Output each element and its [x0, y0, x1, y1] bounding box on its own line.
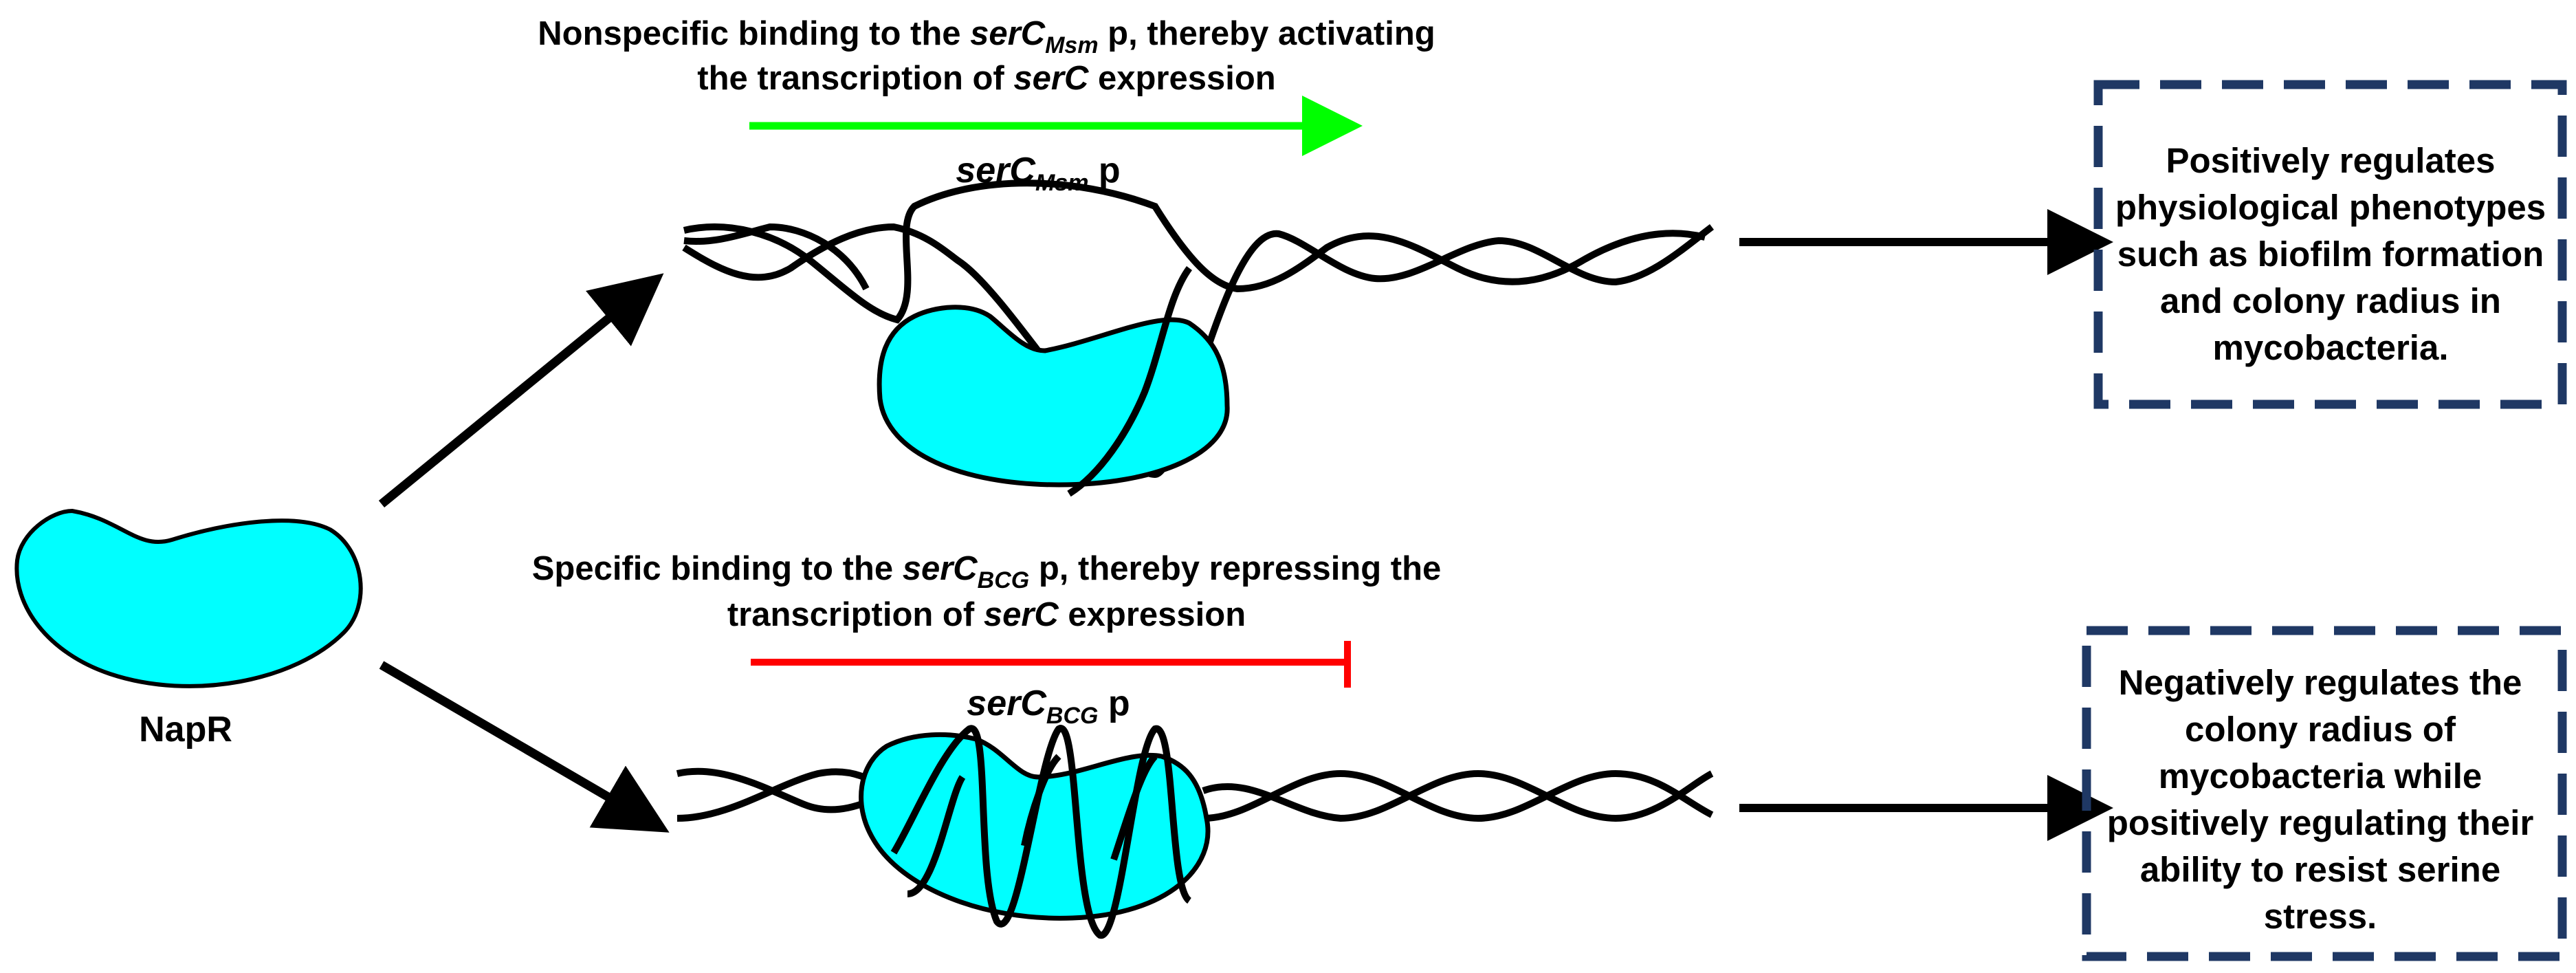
arrow-to-top-pathway	[378, 273, 664, 508]
napr-protein-shape	[14, 508, 363, 688]
svg-text:transcription of serC expressi: transcription of serC expression	[727, 596, 1246, 633]
napr-label: NapR	[139, 710, 232, 750]
top-outcome-text: Positively regulates physiological pheno…	[2115, 141, 2546, 367]
svg-text:the transcription of serC expr: the transcription of serC expression	[697, 60, 1275, 97]
top-bound-napr-protein	[877, 305, 1230, 488]
arrow-to-bottom-pathway	[379, 661, 670, 833]
top-outcome-box	[2093, 80, 2567, 409]
svg-text:Nonspecific binding to the ser: Nonspecific binding to the serCMsm p, th…	[538, 15, 1435, 58]
top-dna-overlay	[1067, 266, 1193, 497]
repression-bar	[751, 641, 1351, 688]
top-caption: Nonspecific binding to the serCMsm p, th…	[538, 15, 1435, 97]
bottom-caption: Specific binding to the serCBCG p, there…	[532, 550, 1442, 633]
bottom-outcome-box	[2082, 626, 2567, 961]
bottom-outcome-text: Negatively regulates the colony radius o…	[2106, 662, 2534, 936]
bottom-dna-wound-coils	[890, 725, 1192, 939]
svg-text:Specific binding to the serCBC: Specific binding to the serCBCG p, there…	[532, 550, 1442, 593]
bottom-promoter-label: serCBCG p	[967, 684, 1130, 729]
